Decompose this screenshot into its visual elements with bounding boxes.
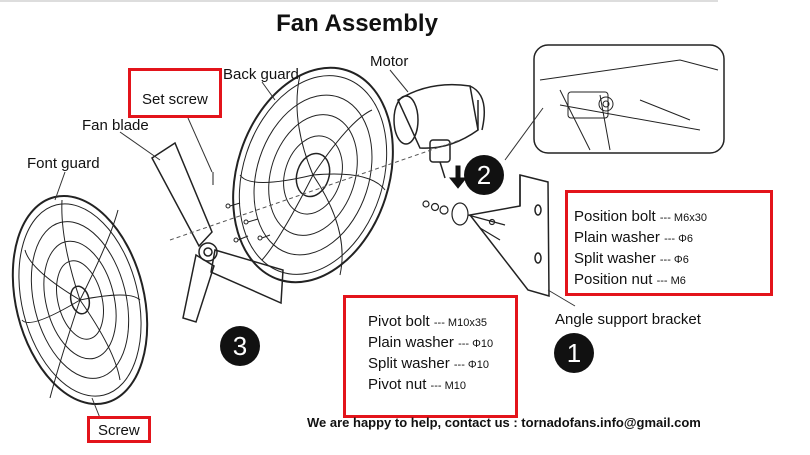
set-screw-callout: Set screw — [128, 68, 222, 118]
back-guard-drawing — [232, 66, 394, 284]
pivot-box-line: Pivot nut --- M10 — [368, 376, 466, 393]
pivot-hardware-box: Pivot bolt --- M10x35 Plain washer --- Φ… — [343, 295, 518, 418]
label-motor: Motor — [370, 53, 409, 70]
bracket-drawing — [468, 174, 550, 297]
position-box-line: Split washer --- Φ6 — [574, 250, 689, 267]
position-box-line: Position bolt --- M6x30 — [574, 208, 707, 225]
label-screw: Screw — [98, 422, 140, 439]
pivot-hardware-drawing — [422, 200, 506, 241]
motor-inset-drawing — [533, 44, 725, 154]
leader-lines — [54, 69, 576, 419]
label-font-guard: Font guard — [27, 155, 100, 172]
position-hardware-box: Position bolt --- M6x30 Plain washer ---… — [565, 190, 773, 296]
contact-text: We are happy to help, contact us : torna… — [307, 415, 701, 430]
position-box-line: Position nut --- M6 — [574, 271, 686, 288]
step-1-badge: 1 — [554, 333, 594, 373]
pivot-box-line: Split washer --- Φ10 — [368, 355, 489, 372]
front-guard-drawing — [11, 194, 149, 406]
screw-callout: Screw — [87, 416, 151, 443]
small-screws-drawing — [212, 172, 271, 243]
pivot-box-line: Pivot bolt --- M10x35 — [368, 313, 488, 330]
position-box-line: Plain washer --- Φ6 — [574, 229, 694, 246]
motor-drawing — [393, 83, 485, 179]
fan-blade-drawing — [151, 141, 284, 323]
step-3-badge: 3 — [220, 326, 260, 366]
step-2-badge: 2 — [464, 155, 504, 195]
page-title: Fan Assembly — [276, 10, 438, 37]
label-fan-blade: Fan blade — [82, 117, 149, 134]
label-angle-support-bracket: Angle support bracket — [555, 311, 701, 328]
label-back-guard: Back guard — [223, 66, 299, 83]
pivot-box-line: Plain washer --- Φ10 — [368, 334, 494, 351]
label-set-screw: Set screw — [142, 91, 208, 108]
